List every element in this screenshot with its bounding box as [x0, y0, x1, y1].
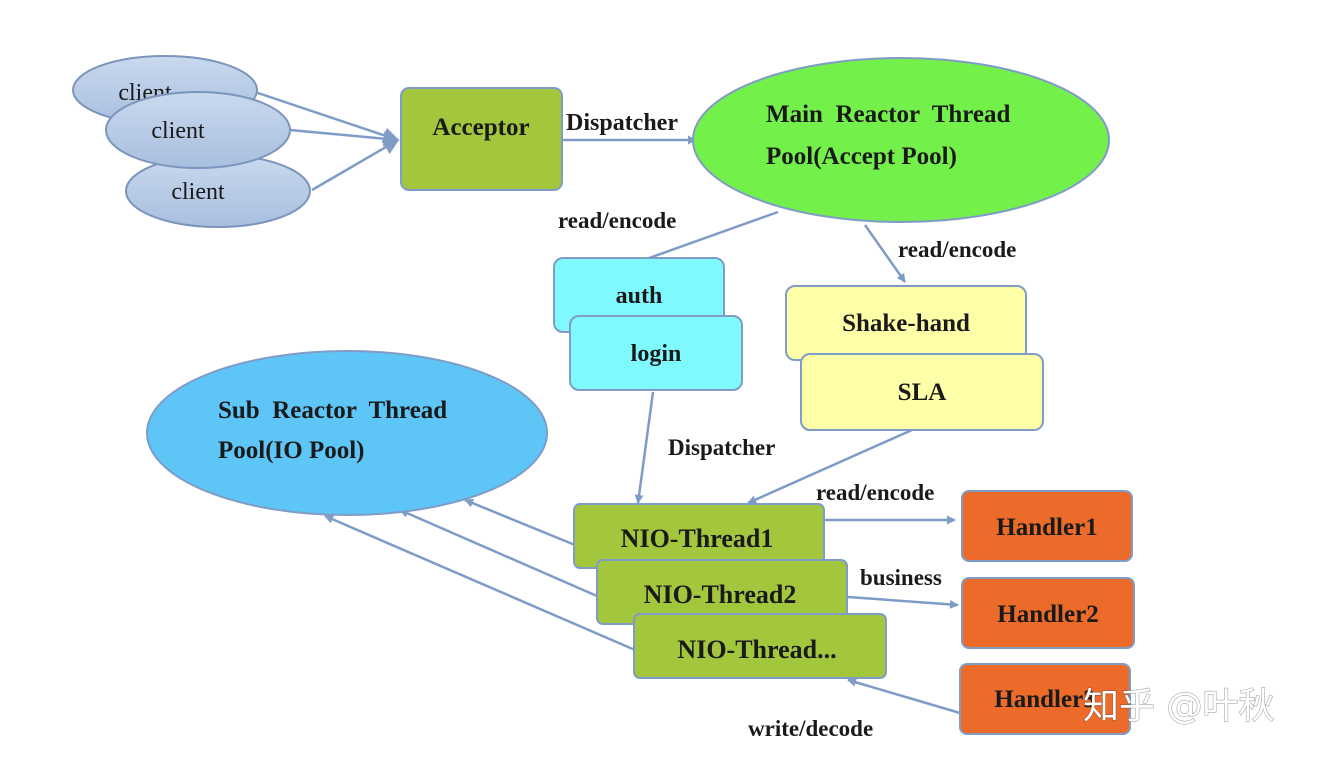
shake-hand-label: Shake-hand: [842, 310, 970, 337]
shake-sla: Shake-hand SLA: [785, 285, 1044, 431]
acceptor-label: Acceptor: [432, 114, 529, 141]
edge-client2-acceptor: [289, 128, 400, 147]
edge-sla-nio1: [747, 428, 913, 505]
watermark: 知乎 @叶秋: [1083, 686, 1274, 727]
handler-label: Handler3: [994, 686, 1095, 713]
nio-threads: NIO-Thread1 NIO-Thread2 NIO-Thread...: [573, 503, 887, 679]
handler-box: [961, 490, 1133, 562]
edge-login-nio1: [634, 391, 655, 504]
auth-login: auth login: [553, 257, 743, 391]
clients: client client client: [72, 55, 311, 228]
sub-reactor-ellipse: [146, 350, 548, 516]
edge-nio2-sub: [399, 508, 598, 598]
edge-labels: Dispatcher read/encode read/encode Dispa…: [558, 110, 1016, 741]
edge-label-dispatcher-mid: Dispatcher: [668, 435, 775, 460]
handler-label: Handler2: [997, 601, 1098, 628]
main-reactor-label-1: Main Reactor Thread: [766, 101, 1011, 128]
client-node: [105, 91, 291, 169]
main-reactor-label-2: Pool(Accept Pool): [766, 143, 957, 170]
handler-label: Handler1: [996, 514, 1097, 541]
sub-reactor-label-2: Pool(IO Pool): [218, 437, 365, 464]
nio-thread-box: [633, 613, 887, 679]
edge-label-read-encode-right: read/encode: [898, 237, 1016, 262]
sla-box: [800, 353, 1044, 431]
client-label: client: [171, 179, 225, 205]
edge-nio2-handler2: [847, 595, 959, 609]
edge-client3-acceptor: [311, 138, 400, 192]
handler-box: [959, 663, 1131, 735]
edge-nio1-sub: [464, 498, 576, 547]
edge-label-business: business: [860, 565, 942, 590]
login-label: login: [631, 341, 682, 367]
client-label: client: [151, 118, 205, 144]
main-reactor-ellipse: [692, 57, 1110, 223]
edge-nio3-sub: [324, 514, 636, 652]
handlers: Handler1 Handler2 Handler3: [959, 490, 1135, 735]
edge-label-read-encode-handler: read/encode: [816, 480, 934, 505]
handler-box: [961, 577, 1135, 649]
nio-thread-label: NIO-Thread...: [677, 635, 836, 664]
sub-reactor-label-1: Sub Reactor Thread: [218, 397, 447, 424]
sub-reactor: Sub Reactor Thread Pool(IO Pool): [146, 350, 548, 516]
edges: [254, 90, 961, 715]
acceptor: Acceptor: [400, 87, 563, 191]
nio-thread-label: NIO-Thread2: [644, 580, 797, 609]
main-reactor: Main Reactor Thread Pool(Accept Pool): [692, 57, 1110, 223]
edge-main-shake: [863, 224, 907, 283]
acceptor-box: [400, 87, 563, 191]
edge-client1-acceptor: [254, 90, 400, 144]
edge-label-read-encode-left: read/encode: [558, 208, 676, 233]
auth-label: auth: [616, 283, 663, 309]
nio-thread-label: NIO-Thread1: [621, 524, 774, 553]
edge-label-dispatcher-top: Dispatcher: [566, 110, 678, 136]
edge-label-write-decode: write/decode: [748, 716, 873, 741]
edge-handler3-nio3: [847, 677, 961, 715]
sla-label: SLA: [898, 379, 947, 406]
login-box: [569, 315, 743, 391]
